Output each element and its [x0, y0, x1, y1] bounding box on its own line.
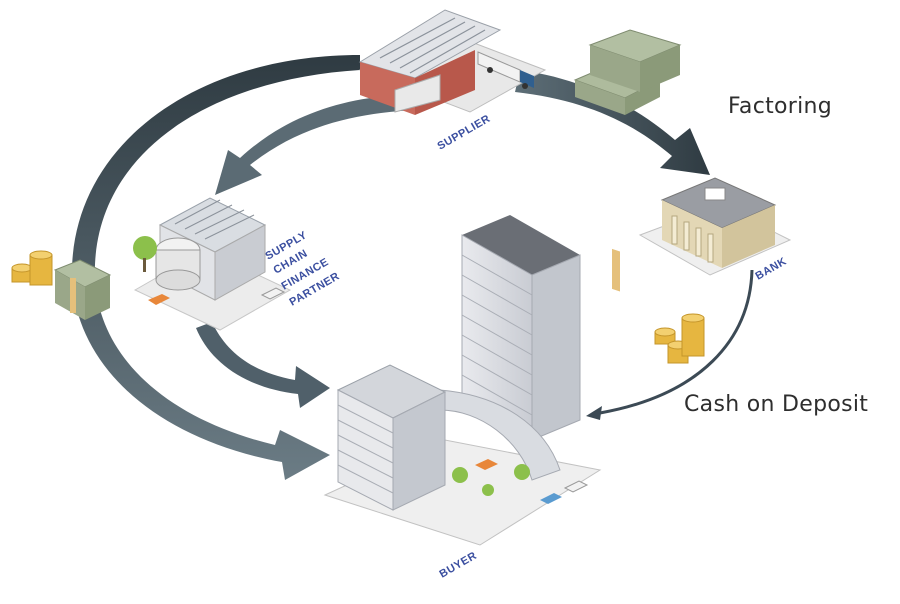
money-stack-icon	[573, 29, 682, 292]
factoring-label: Factoring	[728, 94, 833, 119]
building-icon: SUPPLY CHAIN FINANCE PARTNER	[133, 197, 342, 331]
arrow-scf-to-buyer	[196, 322, 330, 408]
buyer-label: BUYER	[438, 550, 480, 581]
supplier-label: SUPPLIER	[436, 113, 493, 153]
tree-icon	[133, 236, 157, 272]
office-tower-icon: BUYER	[323, 215, 602, 581]
money-stack-icon-left	[53, 259, 112, 320]
coin-stack-icon-left	[11, 250, 53, 286]
bank-label: BANK	[754, 255, 789, 282]
arrow-supplier-to-bank	[515, 70, 710, 175]
warehouse-icon: SUPPLIER	[358, 9, 547, 153]
coin-stack-icon	[654, 313, 705, 364]
cash-on-deposit-label: Cash on Deposit	[684, 392, 869, 417]
truck-icon	[477, 51, 534, 89]
arrow-supplier-to-scf	[215, 94, 420, 195]
bank-icon: BANK	[638, 177, 792, 283]
arrow-bank-to-buyer	[586, 269, 754, 420]
car-icon	[148, 287, 286, 305]
